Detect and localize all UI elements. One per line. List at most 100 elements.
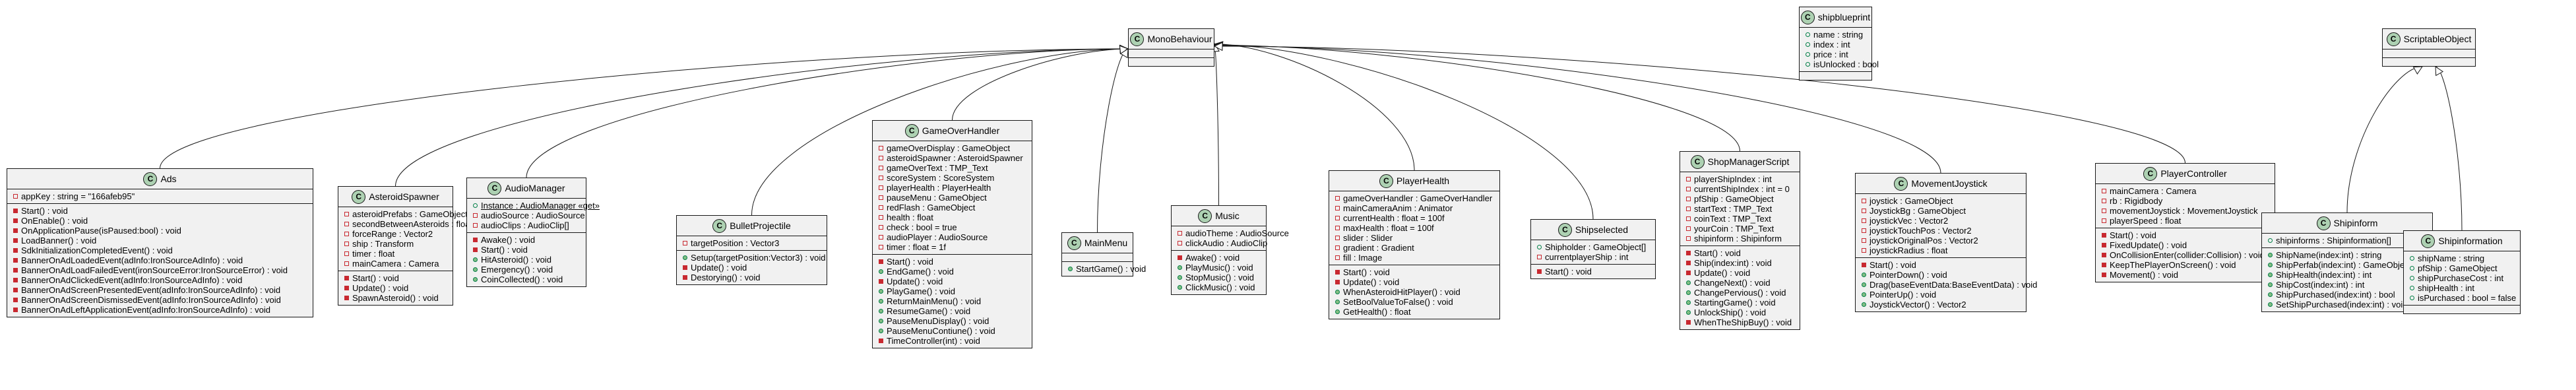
- private-field-icon: [344, 212, 349, 216]
- field-row: pauseMenu : GameObject: [873, 193, 1032, 203]
- method-row: ShipName(index:int) : string: [2262, 250, 2432, 260]
- field-row: timer : float = 1f: [873, 242, 1032, 252]
- private-field-icon: [473, 213, 478, 218]
- public-method-icon: [1335, 300, 1340, 304]
- method-text: Start() : void: [21, 206, 68, 216]
- private-field-icon: [1335, 245, 1340, 250]
- edge-mainmenu-to-monobehaviour: [1097, 48, 1129, 233]
- method-text: SdkInitializationCompletedEvent() : void: [21, 245, 173, 255]
- methods-section: [2383, 58, 2475, 66]
- public-method-icon: [2268, 302, 2273, 307]
- method-text: ChangePervious() : void: [1694, 288, 1786, 298]
- method-row: OnApplicationPause(isPaused:bool) : void: [7, 226, 313, 236]
- public-field-icon: [2410, 266, 2414, 271]
- method-text: LoadBanner() : void: [21, 236, 97, 245]
- edge-music-to-monobehaviour: [1214, 43, 1219, 206]
- private-field-icon: [1335, 255, 1340, 260]
- public-method-icon: [1686, 310, 1691, 315]
- method-row: Start() : void: [2096, 230, 2275, 240]
- public-method-icon: [1335, 309, 1340, 314]
- public-method-icon: [1862, 273, 1866, 277]
- private-field-icon: [879, 195, 883, 200]
- field-text: Instance : AudioManager «get»: [481, 201, 600, 211]
- field-row: mainCamera : Camera: [2096, 186, 2275, 196]
- private-field-icon: [344, 232, 349, 236]
- method-text: BannerOnAdLoadFailedEvent(ironSourceErro…: [21, 265, 288, 275]
- private-field-icon: [2102, 199, 2106, 203]
- private-field-icon: [1862, 209, 1866, 213]
- field-text: asteroidSpawner : AsteroidSpawner: [887, 153, 1023, 163]
- method-row: ShipCost(index:int) : int: [2262, 280, 2432, 290]
- field-row: shipName : string: [2404, 253, 2520, 263]
- method-row: Start() : void: [338, 273, 453, 283]
- private-method-icon: [344, 276, 349, 280]
- private-field-icon: [1335, 236, 1340, 240]
- field-row: joystickVec : Vector2: [1856, 216, 2026, 226]
- class-name: ShopManagerScript: [1707, 156, 1790, 167]
- class-badge-icon: C: [904, 123, 919, 138]
- method-row: BannerOnAdScreenDismissedEvent(adInfo:Ir…: [7, 295, 313, 305]
- method-row: OnCollisionEnter(collider:Collision) : v…: [2096, 250, 2275, 260]
- field-row: shipPurchaseCost : int: [2404, 273, 2520, 283]
- method-text: TimeController(int) : void: [887, 336, 980, 346]
- field-text: audioClips : AudioClip[]: [481, 220, 569, 230]
- private-field-icon: [2102, 209, 2106, 213]
- method-row: KeepThePlayerOnScreen() : void: [2096, 260, 2275, 270]
- field-row: Instance : AudioManager «get»: [467, 201, 600, 211]
- method-text: FixedUpdate() : void: [2110, 240, 2187, 250]
- public-field-icon: [2410, 296, 2414, 300]
- class-badge-icon: C: [1557, 222, 1572, 237]
- field-row: check : bool = true: [873, 222, 1032, 232]
- generalization-arrowhead-icon: [2412, 66, 2423, 75]
- class-badge-icon: C: [1690, 154, 1705, 169]
- public-method-icon: [1686, 280, 1691, 285]
- field-row: gameOverText : TMP_Text: [873, 163, 1032, 173]
- public-method-icon: [2268, 253, 2273, 257]
- field-text: movementJoystick : MovementJoystick: [2110, 206, 2258, 216]
- field-text: isUnlocked : bool: [1813, 59, 1879, 69]
- private-field-icon: [1686, 207, 1691, 211]
- private-method-icon: [2102, 263, 2106, 267]
- private-field-icon: [1178, 241, 1182, 245]
- method-text: Emergency() : void: [481, 265, 553, 275]
- public-field-icon: [2410, 286, 2414, 290]
- private-field-icon: [2102, 189, 2106, 193]
- method-row: BannerOnAdLeftApplicationEvent(adInfo:Ir…: [7, 305, 313, 315]
- field-text: audioTheme : AudioSource: [1185, 228, 1289, 238]
- method-text: SetBoolValueToFalse() : void: [1343, 297, 1453, 307]
- field-row: health : float: [873, 212, 1032, 222]
- field-text: slider : Slider: [1343, 233, 1393, 243]
- method-text: ChangeNext() : void: [1694, 278, 1771, 288]
- private-method-icon: [13, 209, 18, 213]
- public-method-icon: [1686, 300, 1691, 305]
- method-text: Start() : void: [352, 273, 399, 283]
- method-row: Start() : void: [1329, 267, 1499, 277]
- field-text: pauseMenu : GameObject: [887, 193, 987, 203]
- class-name: PlayerController: [2160, 168, 2227, 179]
- field-text: currentHealth : float = 100f: [1343, 213, 1445, 223]
- field-text: currentplayerShip : int: [1545, 252, 1629, 262]
- field-text: isPurchased : bool = false: [2418, 293, 2517, 303]
- edge-playercontroller-to-monobehaviour: [1214, 46, 2185, 164]
- field-row: isPurchased : bool = false: [2404, 293, 2520, 303]
- method-row: Start() : void: [1531, 267, 1655, 276]
- field-text: joystickTouchPos : Vector2: [1869, 226, 1972, 236]
- field-text: pfShip : GameObject: [1694, 194, 1774, 204]
- class-name: Shipinform: [2333, 218, 2378, 228]
- method-row: UnlockShip() : void: [1680, 308, 1800, 317]
- class-badge-icon: C: [1894, 176, 1908, 191]
- fields-section: [1062, 253, 1133, 262]
- method-text: EndGame() : void: [887, 267, 954, 276]
